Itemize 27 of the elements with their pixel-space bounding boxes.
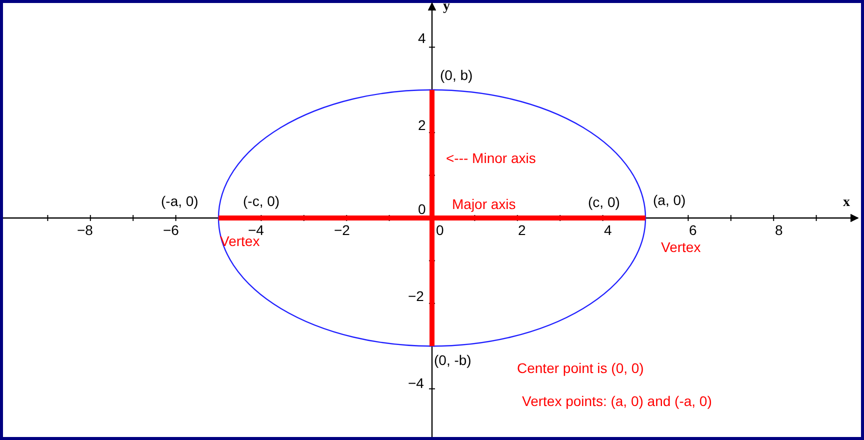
tick-label: −8 [77, 222, 93, 238]
point-label: (a, 0) [653, 192, 686, 208]
tick-label: 2 [418, 117, 426, 133]
tick-label: 0 [436, 222, 444, 238]
annotation: Center point is (0, 0) [517, 360, 644, 376]
tick-label: −4 [408, 375, 424, 391]
tick-label: −2 [334, 222, 350, 238]
annotation: <--- Minor axis [446, 150, 536, 166]
annotation: Major axis [452, 196, 516, 212]
point-label: (0, -b) [434, 352, 472, 368]
tick-label: 2 [518, 222, 526, 238]
annotation: Vertex points: (a, 0) and (-a, 0) [522, 393, 712, 409]
tick-label: 0 [418, 201, 426, 217]
tick-label: 4 [604, 222, 612, 238]
tick-label: −2 [408, 288, 424, 304]
vertex-label: Vertex [661, 239, 701, 255]
tick-label: 4 [418, 30, 426, 46]
point-label: (0, b) [440, 67, 473, 83]
point-label: (c, 0) [588, 194, 620, 210]
axis-label: y [443, 0, 450, 15]
tick-label: −4 [248, 222, 264, 238]
point-label: (-a, 0) [161, 193, 198, 209]
tick-label: 8 [775, 222, 783, 238]
tick-label: 6 [689, 222, 697, 238]
point-label: (-c, 0) [243, 193, 280, 209]
axis-label: x [843, 195, 850, 211]
tick-label: −6 [163, 222, 179, 238]
